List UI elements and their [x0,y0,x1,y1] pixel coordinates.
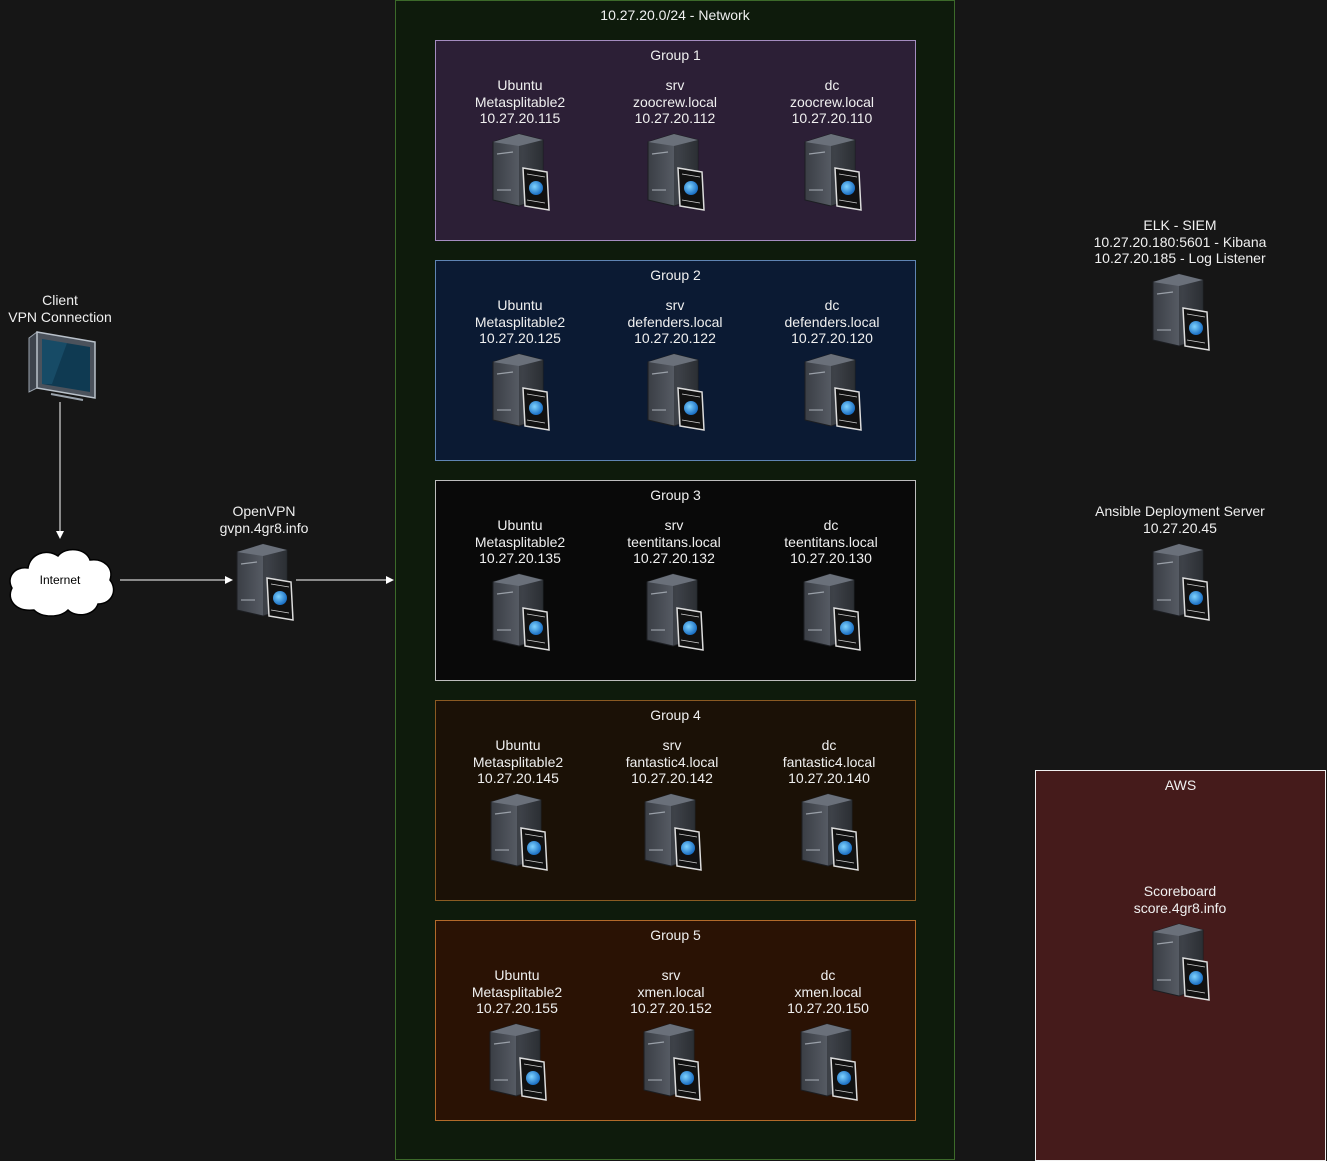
network-title: 10.27.20.0/24 - Network [600,7,750,23]
internet-label: Internet [39,573,81,587]
group-title: Group 1 [650,47,701,63]
group-title: Group 3 [650,487,701,503]
group-title: Group 4 [650,707,701,723]
monitor-icon[interactable] [27,330,97,402]
group-title: Group 5 [650,927,701,943]
group-title: Group 2 [650,267,701,283]
aws-title: AWS [1164,777,1197,793]
cloud-icon [9,548,115,617]
